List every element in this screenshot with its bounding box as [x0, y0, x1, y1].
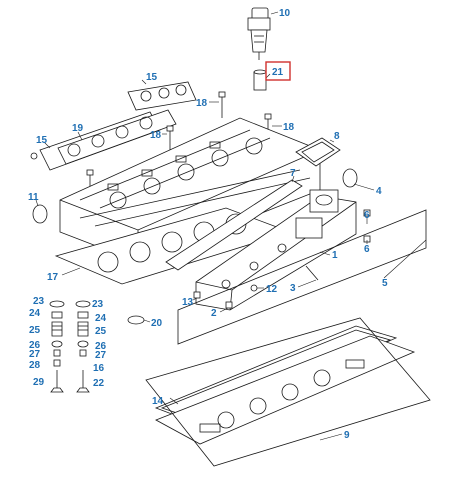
bolt — [193, 291, 201, 299]
callout-labels: 10 21 15 18 18 18 15 19 8 7 11 4 6 6 1 1… — [28, 8, 388, 441]
o-ring — [32, 204, 48, 224]
cylinder-head — [59, 117, 321, 263]
callout-22[interactable]: 22 — [93, 378, 105, 389]
callout-23[interactable]: 23 — [33, 296, 45, 307]
bolt — [225, 301, 233, 309]
callout-24[interactable]: 24 — [95, 313, 107, 324]
callout-1[interactable]: 1 — [332, 250, 338, 261]
callout-12[interactable]: 12 — [266, 284, 278, 295]
callout-6[interactable]: 6 — [364, 244, 370, 255]
callout-24[interactable]: 24 — [29, 308, 41, 319]
callout-15[interactable]: 15 — [146, 72, 158, 83]
callout-26[interactable]: 26 — [95, 341, 107, 352]
callout-13[interactable]: 13 — [182, 297, 194, 308]
callout-7[interactable]: 7 — [290, 168, 296, 179]
callout-29[interactable]: 29 — [33, 377, 45, 388]
cover-gasket — [295, 137, 341, 167]
callout-21[interactable]: 21 — [272, 67, 284, 78]
callout-15[interactable]: 15 — [36, 135, 48, 146]
callout-9[interactable]: 9 — [344, 430, 350, 441]
callout-3[interactable]: 3 — [290, 283, 296, 294]
callout-18[interactable]: 18 — [196, 98, 208, 109]
callout-6[interactable]: 6 — [364, 210, 370, 221]
callout-18[interactable]: 18 — [150, 130, 162, 141]
group-outline — [177, 209, 427, 345]
dowel-pin — [305, 265, 319, 281]
washer — [250, 284, 258, 292]
intake-gasket — [165, 179, 303, 271]
callout-27[interactable]: 27 — [29, 349, 41, 360]
callout-27[interactable]: 27 — [95, 350, 107, 361]
callout-23[interactable]: 23 — [92, 299, 104, 310]
callout-26[interactable]: 26 — [29, 340, 41, 351]
callout-14[interactable]: 14 — [152, 396, 164, 407]
injector-sleeve — [253, 69, 267, 91]
callout-11[interactable]: 11 — [28, 192, 39, 203]
callout-16[interactable]: 16 — [93, 363, 105, 374]
callout-5[interactable]: 5 — [382, 278, 388, 289]
highlight-box — [265, 61, 291, 81]
cylinder-head-bolts — [86, 91, 272, 192]
callout-8[interactable]: 8 — [334, 131, 340, 142]
intake-manifold — [195, 189, 357, 311]
injector-assembly — [247, 7, 271, 60]
leader-lines — [35, 11, 427, 441]
gasket-kit-lower — [155, 335, 416, 445]
callout-18[interactable]: 18 — [283, 122, 295, 133]
callout-4[interactable]: 4 — [376, 186, 382, 197]
callout-25[interactable]: 25 — [29, 325, 41, 336]
callout-2[interactable]: 2 — [211, 308, 217, 319]
exhaust-gasket-upper — [127, 81, 197, 111]
callout-20[interactable]: 20 — [151, 318, 163, 329]
manifold-o-ring — [342, 168, 358, 188]
exhaust-gasket-lower — [30, 109, 177, 171]
seal-ring — [127, 315, 145, 325]
callout-17[interactable]: 17 — [47, 272, 59, 283]
callout-28[interactable]: 28 — [29, 360, 41, 371]
callout-25[interactable]: 25 — [95, 326, 107, 337]
callout-19[interactable]: 19 — [72, 123, 84, 134]
callout-10[interactable]: 10 — [279, 8, 291, 19]
plug — [363, 209, 371, 217]
kit-outline — [145, 317, 431, 467]
valve-components — [49, 300, 91, 393]
